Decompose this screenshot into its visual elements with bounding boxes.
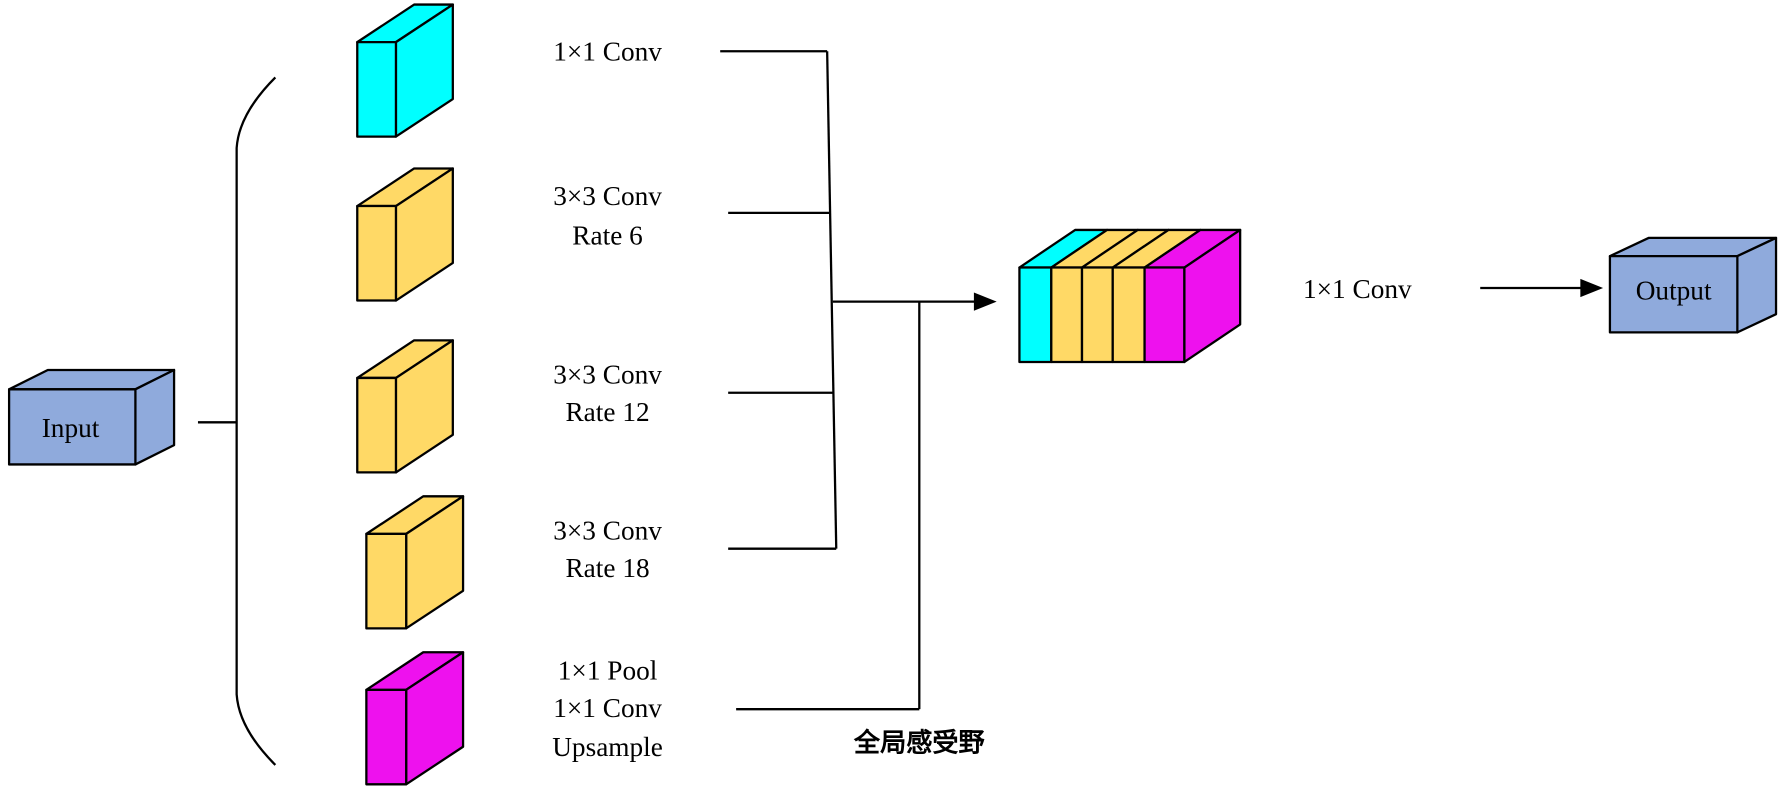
concat-stripe	[1080, 266, 1114, 364]
concat-side	[1183, 228, 1242, 364]
output-block: Output	[1608, 236, 1778, 334]
feature-block	[365, 651, 465, 786]
branch-label: 3×3 Conv	[553, 181, 662, 211]
output-arrow	[1480, 278, 1604, 298]
branch-label: Rate 12	[565, 397, 649, 427]
concat-stripe	[1050, 266, 1084, 364]
branch-label: Upsample	[552, 732, 663, 762]
concat-block	[1018, 228, 1242, 364]
feature-block	[356, 3, 454, 138]
input-label: Input	[42, 413, 100, 443]
feature-block	[356, 339, 454, 474]
branch-label: 1×1 Conv	[553, 693, 662, 723]
branch-brace	[235, 76, 277, 766]
branch-label: 3×3 Conv	[553, 360, 662, 390]
feature-block	[365, 495, 465, 630]
concat-stripe	[1111, 266, 1146, 364]
feature-block	[356, 167, 454, 302]
branch-label: 1×1 Conv	[553, 36, 662, 66]
input-block: Input	[7, 368, 176, 466]
branch-label: Rate 6	[572, 221, 642, 251]
concat-stripe	[1143, 266, 1186, 364]
output-label: Output	[1636, 275, 1712, 305]
concat-arrow	[832, 292, 997, 311]
final-conv-label: 1×1 Conv	[1303, 274, 1412, 304]
branch-label: 1×1 Pool	[558, 656, 658, 686]
global-field-label: 全局感受野	[853, 727, 985, 758]
branch-connectors	[720, 50, 921, 711]
branch-1: 1×1 Conv	[356, 3, 662, 138]
concat-stripe	[1018, 266, 1053, 364]
branch-label: 3×3 Conv	[553, 516, 662, 546]
branch-label: Rate 18	[565, 553, 649, 583]
